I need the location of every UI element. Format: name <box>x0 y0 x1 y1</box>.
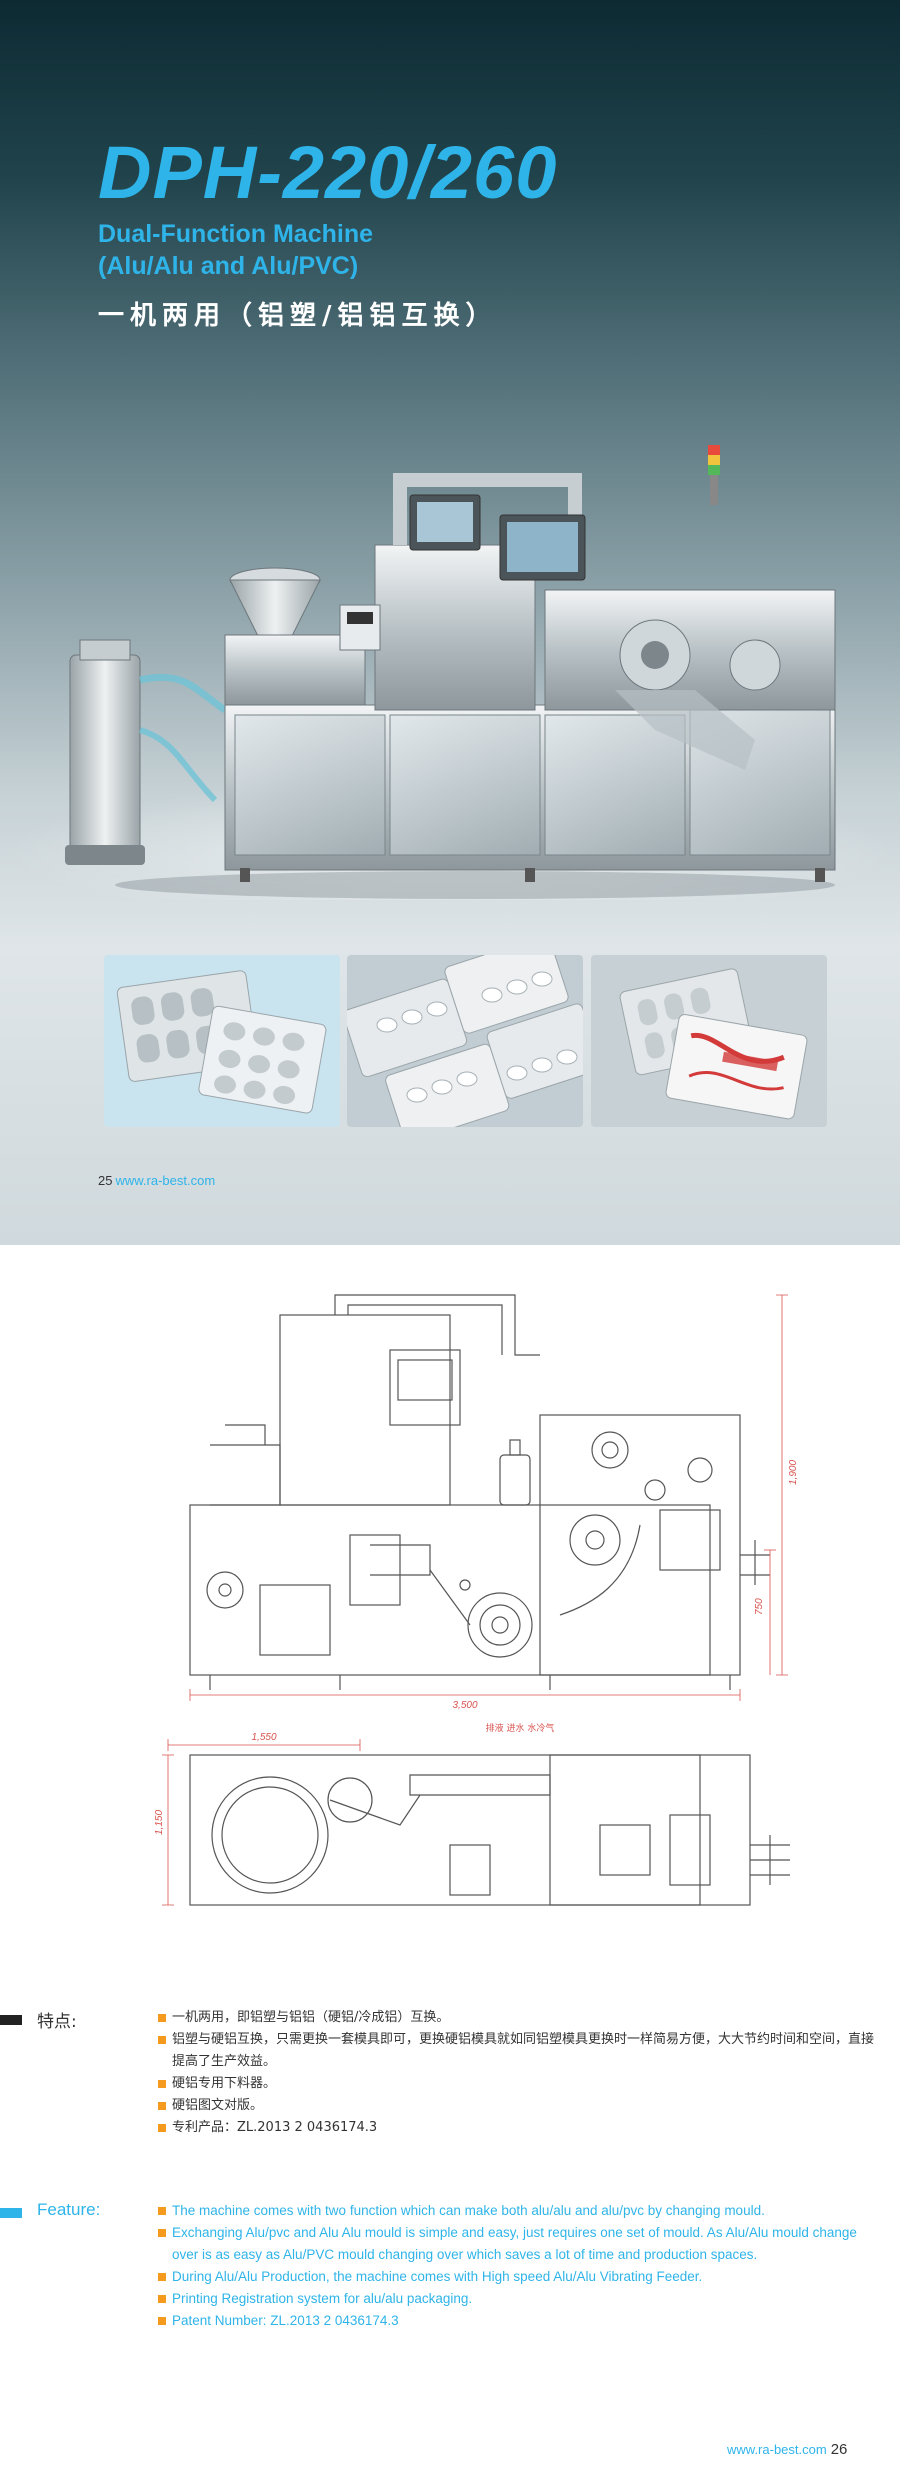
list-item: During Alu/Alu Production, the machine c… <box>158 2266 878 2288</box>
section-marker <box>0 2015 22 2025</box>
features-list-cn: 一机两用，即铝塑与铝铝（硬铝/冷成铝）互换。 铝塑与硬铝互换，只需更换一套模具即… <box>158 2007 878 2139</box>
list-item: 一机两用，即铝塑与铝铝（硬铝/冷成铝）互换。 <box>158 2007 878 2029</box>
list-item: The machine comes with two function whic… <box>158 2200 878 2222</box>
features-label-en: Feature: <box>37 2200 101 2219</box>
brochure-page-25: DPH-220/260 Dual-Function Machine (Alu/A… <box>0 0 900 1245</box>
dim-total-length: 3,500 <box>452 1700 477 1711</box>
page-number-26: 26 <box>830 2441 848 2458</box>
list-item: Exchanging Alu/pvc and Alu Alu mould is … <box>158 2222 878 2266</box>
website-link-left[interactable]: www.ra-best.com <box>115 1173 216 1188</box>
list-item: 硬铝图文对版。 <box>158 2095 878 2117</box>
top-view-drawing: 1,550 1,150 排液 进水 水冷气 <box>154 1722 790 1906</box>
list-item: 硬铝专用下料器。 <box>158 2073 878 2095</box>
blister-machine-image <box>65 445 836 899</box>
features-label-cn: 特点: <box>37 2012 77 2032</box>
dim-section-length: 1,550 <box>251 1732 276 1743</box>
list-item: 专利产品：ZL.2013 2 0436174.3 <box>158 2117 878 2139</box>
page-number-25: 25 <box>98 1173 113 1188</box>
dim-depth: 1,150 <box>154 1810 165 1835</box>
utility-note: 排液 进水 水冷气 <box>486 1722 555 1734</box>
section-marker <box>0 2208 22 2218</box>
dim-table-height: 750 <box>754 1598 765 1615</box>
dim-height: 1,900 <box>788 1460 799 1485</box>
model-title: DPH-220/260 <box>98 131 558 214</box>
list-item: Patent Number: ZL.2013 2 0436174.3 <box>158 2310 878 2332</box>
sample-photo-printed-blister <box>591 955 827 1127</box>
chinese-title: 一机两用（铝塑/铝铝互换） <box>98 301 498 331</box>
website-link-right[interactable]: www.ra-best.com <box>727 2442 827 2457</box>
sample-photo-alu-blisters <box>347 955 583 1127</box>
list-item: 铝塑与硬铝互换，只需更换一套模具即可，更换硬铝模具就如同铝塑模具更换时一样简易方… <box>158 2029 878 2073</box>
subtitle-line-1: Dual-Function Machine <box>98 220 373 248</box>
features-list-en: The machine comes with two function whic… <box>158 2200 878 2332</box>
list-item: Printing Registration system for alu/alu… <box>158 2288 878 2310</box>
subtitle-line-2: (Alu/Alu and Alu/PVC) <box>98 252 359 280</box>
brochure-page-26: 3,500 1,900 750 1,550 1,150 排液 进水 水冷气 <box>0 1245 900 2476</box>
front-elevation-drawing: 3,500 1,900 750 <box>189 1294 799 1711</box>
sample-photo-alu-alu <box>104 955 340 1127</box>
